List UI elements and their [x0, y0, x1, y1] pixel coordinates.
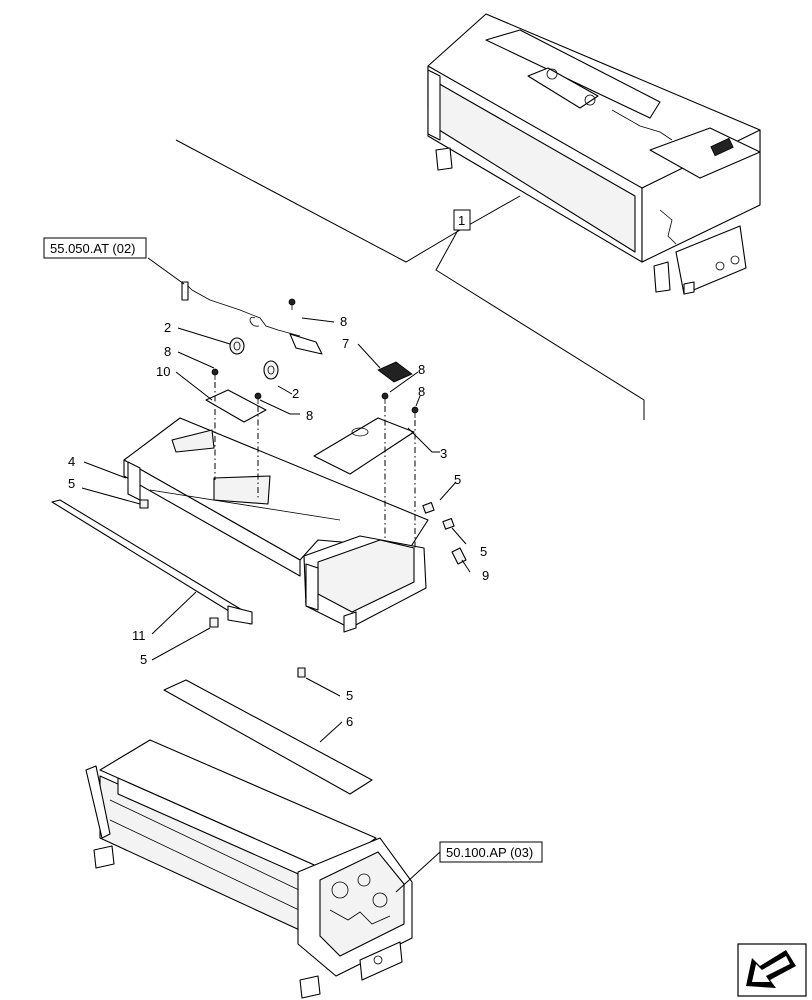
callout-clip-right-lower: 5 — [480, 544, 487, 559]
reference-box-top[interactable]: 55.050.AT (02) — [43, 237, 147, 259]
reference-label-top: 55.050.AT (02) — [50, 241, 136, 256]
hvac-unit-assembly — [427, 13, 761, 295]
callout-grille: 7 — [342, 336, 349, 351]
callout-clip-right-upper: 5 — [454, 472, 461, 487]
callout-screw-b: 8 — [164, 344, 171, 359]
evaporator-core — [85, 739, 413, 999]
blanking-plate — [205, 389, 267, 423]
screw-e — [411, 406, 419, 418]
callout-knob-lower: 2 — [292, 386, 299, 401]
reference-label-bottom: 50.100.AP (03) — [446, 845, 533, 860]
arrow-down-left-icon[interactable] — [737, 943, 807, 997]
callout-screw-d: 8 — [418, 362, 425, 377]
upper-housing — [123, 417, 429, 633]
screw-b — [211, 368, 219, 380]
screw-d — [381, 392, 389, 404]
callout-clip-bottom: 5 — [140, 652, 147, 667]
callout-plate: 10 — [156, 364, 170, 379]
alignment-lines — [214, 382, 416, 550]
leader-lines — [81, 139, 645, 893]
callout-clip-mid: 5 — [346, 688, 353, 703]
callout-strip: 11 — [132, 628, 146, 643]
callout-seal: 6 — [346, 714, 353, 729]
callout-numbers: 8 2 7 8 2 10 8 8 8 3 4 5 5 5 9 11 5 5 6 — [68, 314, 489, 729]
callout-clip-left: 5 — [68, 476, 75, 491]
reference-box-bottom[interactable]: 50.100.AP (03) — [439, 841, 543, 863]
callout-screw-a: 8 — [340, 314, 347, 329]
callout-cover: 3 — [440, 446, 447, 461]
callout-screw-c: 8 — [306, 408, 313, 423]
access-cover — [313, 417, 415, 475]
callout-knob-upper: 2 — [164, 320, 171, 335]
foam-seal — [163, 679, 373, 795]
screw-a — [288, 298, 296, 310]
callout-box-assembly: 1 — [453, 209, 471, 231]
knob-lower — [263, 360, 279, 380]
screw-group — [211, 298, 419, 418]
knob-upper — [229, 337, 245, 355]
callout-screw-e: 8 — [418, 384, 425, 399]
callout-housing: 4 — [68, 454, 75, 469]
wire-harness — [181, 281, 323, 355]
trim-strip — [51, 499, 253, 625]
callout-assembly: 1 — [458, 213, 465, 228]
screw-c — [254, 392, 262, 404]
vent-grille — [377, 361, 413, 383]
callout-clip-9: 9 — [482, 568, 489, 583]
